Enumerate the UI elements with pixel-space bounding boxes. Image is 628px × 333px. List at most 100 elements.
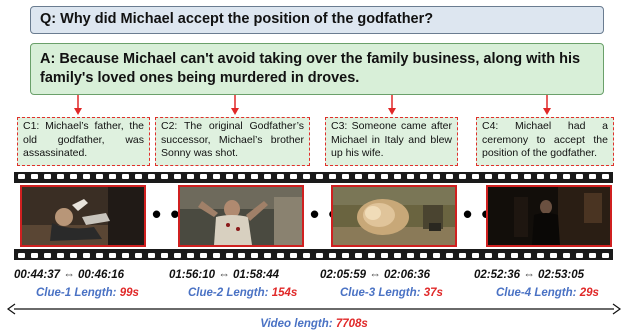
video-length-value: 7708s bbox=[335, 318, 368, 330]
start-time: 02:05:59 bbox=[320, 269, 367, 281]
sprocket-hole bbox=[82, 252, 90, 258]
sprocket-hole bbox=[264, 173, 272, 179]
sprocket-hole bbox=[536, 252, 544, 258]
sprocket-hole bbox=[18, 173, 25, 179]
clue-length-value: 37s bbox=[423, 287, 443, 299]
sprocket-hole bbox=[69, 252, 77, 258]
sprocket-hole bbox=[407, 173, 415, 179]
clue-length-label: Clue-2 Length: bbox=[188, 287, 269, 299]
sprocket-hole bbox=[56, 252, 64, 258]
answer-box: A: Because Michael can't avoid taking ov… bbox=[30, 43, 604, 95]
sprocket-hole bbox=[43, 173, 51, 179]
sprocket-hole bbox=[264, 252, 272, 258]
start-time: 00:44:37 bbox=[14, 269, 61, 281]
sprocket-holes-top bbox=[14, 172, 613, 180]
sprocket-hole bbox=[342, 173, 350, 179]
sprocket-hole bbox=[82, 173, 90, 179]
sprocket-hole bbox=[407, 252, 415, 258]
clue-1-timestamp: 00:44:37 ⇔ 00:46:16 bbox=[14, 269, 124, 281]
sprocket-hole bbox=[549, 173, 557, 179]
sprocket-hole bbox=[471, 252, 479, 258]
sprocket-hole bbox=[575, 173, 583, 179]
clue-2-length: Clue-2 Length: 154s bbox=[188, 287, 297, 299]
clue-length-label: Clue-4 Length: bbox=[496, 287, 577, 299]
sprocket-hole bbox=[433, 173, 440, 179]
sprocket-hole bbox=[134, 252, 142, 258]
video-frame-4 bbox=[486, 185, 612, 247]
sprocket-hole bbox=[18, 252, 25, 258]
film-band: • • • • • • bbox=[14, 183, 613, 249]
sprocket-hole bbox=[303, 252, 311, 258]
clue-3-length: Clue-3 Length: 37s bbox=[340, 287, 443, 299]
sprocket-hole bbox=[497, 252, 505, 258]
sprocket-hole bbox=[471, 173, 479, 179]
sprocket-hole bbox=[160, 173, 168, 179]
sprocket-hole bbox=[433, 252, 440, 258]
sprocket-hole bbox=[277, 173, 285, 179]
sprocket-hole bbox=[43, 252, 51, 258]
sprocket-hole bbox=[238, 252, 246, 258]
sprocket-hole bbox=[199, 252, 207, 258]
arrow-down-icon bbox=[231, 95, 239, 115]
sprocket-hole bbox=[484, 173, 492, 179]
sprocket-hole bbox=[303, 173, 311, 179]
sprocket-hole bbox=[368, 252, 376, 258]
question-text: Q: Why did Michael accept the position o… bbox=[40, 11, 434, 27]
end-time: 02:06:36 bbox=[383, 269, 430, 281]
range-arrow-icon: ⇔ bbox=[218, 269, 230, 281]
sprocket-hole bbox=[238, 173, 246, 179]
range-arrow-icon: ⇔ bbox=[369, 269, 381, 281]
sprocket-hole bbox=[588, 252, 596, 258]
sprocket-hole bbox=[355, 252, 363, 258]
sprocket-hole bbox=[225, 252, 233, 258]
sprocket-hole bbox=[588, 173, 596, 179]
sprocket-hole bbox=[30, 173, 38, 179]
sprocket-hole bbox=[316, 252, 324, 258]
sprocket-hole bbox=[199, 173, 207, 179]
sprocket-hole bbox=[381, 173, 389, 179]
sprocket-hole bbox=[121, 173, 129, 179]
sprocket-hole bbox=[186, 173, 194, 179]
clue-length-value: 154s bbox=[271, 287, 298, 299]
sprocket-hole bbox=[316, 173, 324, 179]
sprocket-hole bbox=[277, 252, 285, 258]
movie-frame-explosion-icon bbox=[333, 187, 455, 245]
clue-text: C2: The original Godfather’s successor, … bbox=[161, 120, 304, 160]
start-time: 02:52:36 bbox=[474, 269, 521, 281]
sprocket-hole bbox=[251, 173, 259, 179]
clue-1-length: Clue-1 Length: 99s bbox=[36, 287, 139, 299]
clue-text: C1: Michael’s father, the old godfather,… bbox=[23, 120, 144, 160]
clue-length-label: Clue-1 Length: bbox=[36, 287, 117, 299]
clue-box-1: C1: Michael’s father, the old godfather,… bbox=[17, 117, 150, 166]
movie-frame-man-being-shot-icon bbox=[180, 187, 302, 245]
start-time: 01:56:10 bbox=[169, 269, 216, 281]
end-time: 00:46:16 bbox=[77, 269, 124, 281]
arrow-down-icon bbox=[74, 95, 82, 115]
movie-frame-man-on-floor-icon bbox=[22, 187, 144, 245]
sprocket-hole bbox=[445, 252, 453, 258]
sprocket-hole bbox=[536, 173, 544, 179]
sprocket-hole bbox=[420, 252, 428, 258]
clue-length-value: 99s bbox=[119, 287, 139, 299]
sprocket-hole bbox=[147, 252, 155, 258]
movie-frame-dark-ceremony-icon bbox=[488, 187, 610, 245]
sprocket-hole bbox=[484, 252, 492, 258]
sprocket-hole bbox=[290, 173, 298, 179]
sprocket-hole bbox=[601, 173, 609, 179]
clue-3-timestamp: 02:05:59 ⇔ 02:06:36 bbox=[320, 269, 430, 281]
sprocket-hole bbox=[368, 173, 376, 179]
video-frame-3 bbox=[331, 185, 457, 247]
sprocket-holes-bottom bbox=[14, 251, 613, 259]
sprocket-hole bbox=[458, 173, 466, 179]
clue-2-timestamp: 01:56:10 ⇔ 01:58:44 bbox=[169, 269, 279, 281]
clue-text: C3: Someone came after Michael in Italy … bbox=[331, 120, 452, 160]
sprocket-hole bbox=[510, 173, 518, 179]
sprocket-hole bbox=[394, 173, 402, 179]
sprocket-hole bbox=[95, 173, 103, 179]
sprocket-hole bbox=[225, 173, 233, 179]
sprocket-hole bbox=[329, 252, 337, 258]
sprocket-hole bbox=[121, 252, 129, 258]
clue-text: C4: Michael had a ceremony to accept the… bbox=[482, 120, 608, 160]
sprocket-hole bbox=[108, 252, 116, 258]
sprocket-hole bbox=[355, 173, 363, 179]
